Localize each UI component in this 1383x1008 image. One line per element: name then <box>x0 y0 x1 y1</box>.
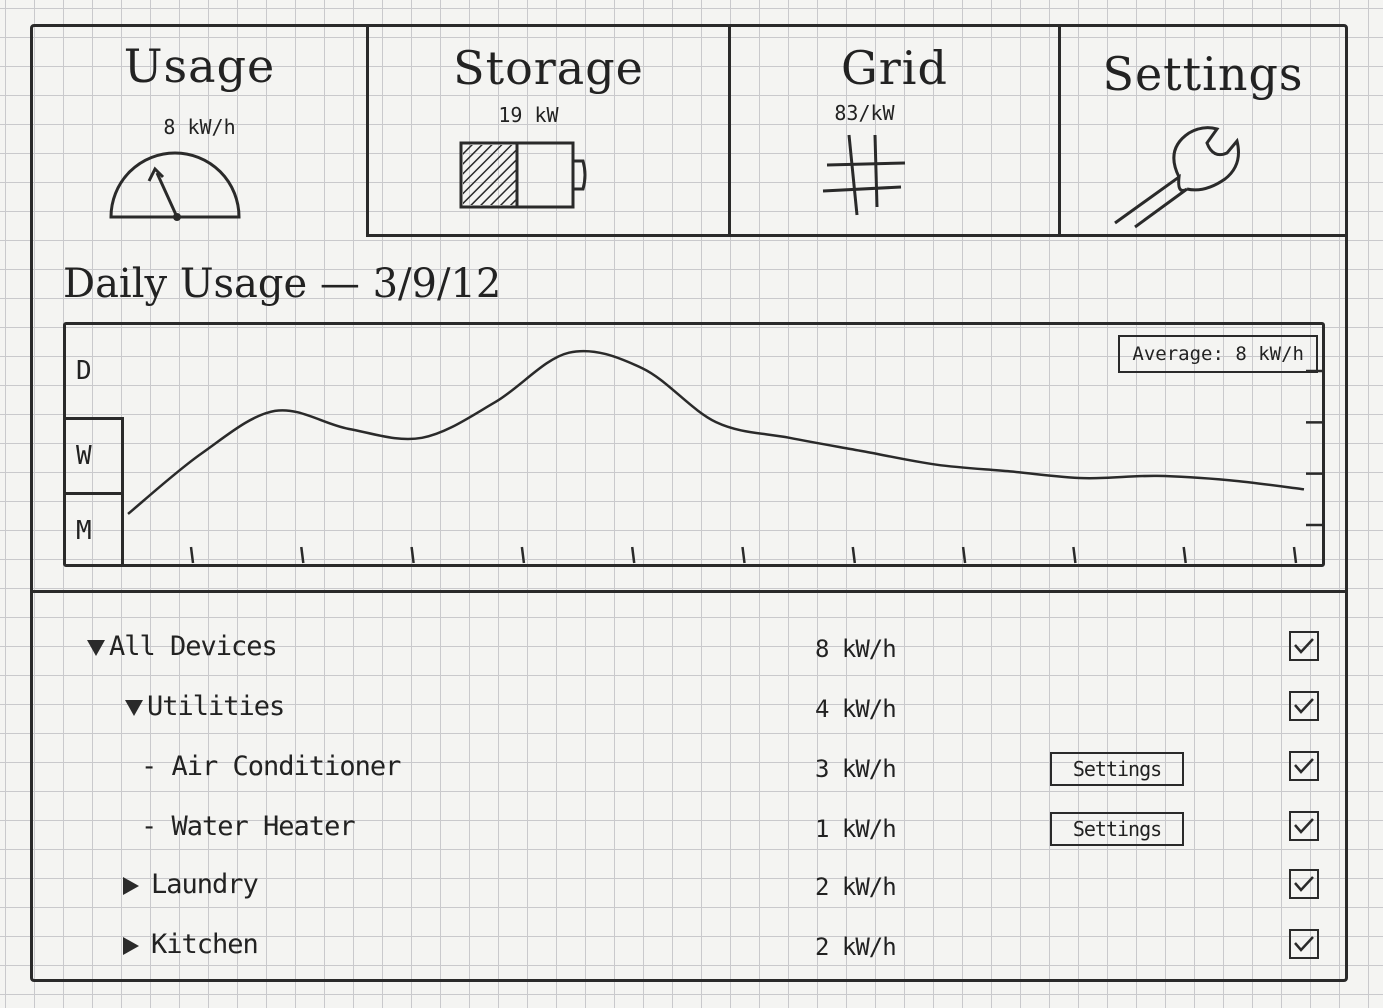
x-axis-tick <box>520 546 526 564</box>
device-label: All Devices <box>87 631 278 662</box>
device-usage: 4 kW/h <box>815 695 897 723</box>
tab-settings-title: Settings <box>1102 47 1304 101</box>
gauge-icon <box>109 151 241 221</box>
tab-usage[interactable]: Usage 8 kW/h <box>33 27 366 237</box>
device-row-laundry[interactable]: Laundry 2 kW/h <box>33 865 1345 905</box>
collapse-icon[interactable] <box>87 639 105 656</box>
section-divider <box>33 590 1345 593</box>
check-icon <box>1294 638 1314 654</box>
device-checkbox[interactable] <box>1289 811 1319 841</box>
x-axis-tick <box>851 546 857 564</box>
device-label: Laundry <box>123 869 259 900</box>
usage-line-chart <box>127 349 1322 564</box>
check-icon <box>1294 818 1314 834</box>
daily-usage-chart: D W M Average: 8 kW/h <box>63 322 1325 567</box>
device-checkbox[interactable] <box>1289 751 1319 781</box>
x-axis-tick <box>300 546 305 564</box>
device-label: Utilities <box>125 691 285 722</box>
x-axis-tick <box>630 546 636 564</box>
device-name: Utilities <box>147 691 285 722</box>
usage-series-line <box>127 349 1305 515</box>
wrench-icon <box>1114 126 1240 229</box>
device-label: Kitchen <box>123 929 259 960</box>
x-axis-tick <box>189 546 195 564</box>
grid-value: 83/kW <box>834 101 895 125</box>
device-row-kitchen[interactable]: Kitchen 2 kW/h <box>33 925 1345 965</box>
tab-storage[interactable]: Storage 19 kW <box>366 27 728 237</box>
device-usage: 2 kW/h <box>815 933 897 961</box>
device-name: - Air Conditioner <box>141 751 401 782</box>
collapse-icon[interactable] <box>125 699 143 716</box>
device-checkbox[interactable] <box>1289 691 1319 721</box>
x-axis-tick <box>961 546 967 564</box>
device-name: Kitchen <box>151 929 259 960</box>
battery-icon <box>459 141 587 209</box>
x-axis-tick <box>1292 546 1298 564</box>
expand-icon[interactable] <box>123 876 139 895</box>
storage-value: 19 kW <box>498 103 559 127</box>
device-row-air-conditioner[interactable]: - Air Conditioner 3 kW/h Settings <box>33 747 1345 787</box>
device-row-all[interactable]: All Devices 8 kW/h <box>33 627 1345 667</box>
air-conditioner-settings-button[interactable]: Settings <box>1050 752 1184 786</box>
battery-level <box>463 145 517 205</box>
tab-grid-title: Grid <box>841 41 948 95</box>
device-name: - Water Heater <box>141 811 356 842</box>
check-icon <box>1294 698 1314 714</box>
usage-value: 8 kW/h <box>163 115 236 139</box>
device-usage: 3 kW/h <box>815 755 897 783</box>
expand-icon[interactable] <box>123 936 139 955</box>
tab-storage-title: Storage <box>453 41 644 95</box>
app-frame: Usage 8 kW/h Storage 19 kW Grid 83/kW <box>30 24 1348 982</box>
tab-settings[interactable]: Settings <box>1058 27 1345 237</box>
device-row-utilities[interactable]: Utilities 4 kW/h <box>33 687 1345 727</box>
x-axis-tick <box>741 546 746 564</box>
device-usage: 1 kW/h <box>815 815 897 843</box>
tab-usage-title: Usage <box>123 39 276 93</box>
chart-title: Daily Usage — 3/9/12 <box>63 261 502 307</box>
device-checkbox[interactable] <box>1289 631 1319 661</box>
device-row-water-heater[interactable]: - Water Heater 1 kW/h Settings <box>33 807 1345 847</box>
x-axis-tick <box>1182 546 1187 564</box>
device-usage: 8 kW/h <box>815 635 897 663</box>
device-usage: 2 kW/h <box>815 873 897 901</box>
tab-grid[interactable]: Grid 83/kW <box>728 27 1058 237</box>
x-axis-tick <box>410 546 415 564</box>
device-name: Laundry <box>151 869 259 900</box>
grid-icon <box>822 134 906 216</box>
check-icon <box>1294 876 1314 892</box>
check-icon <box>1294 936 1314 952</box>
range-month-button[interactable]: M <box>66 495 124 567</box>
device-name: All Devices <box>109 631 278 662</box>
water-heater-settings-button[interactable]: Settings <box>1050 812 1184 846</box>
x-axis-tick <box>1072 546 1077 564</box>
device-checkbox[interactable] <box>1289 929 1319 959</box>
average-badge: Average: 8 kW/h <box>1118 335 1318 373</box>
range-week-button[interactable]: W <box>66 417 124 495</box>
check-icon <box>1294 758 1314 774</box>
device-checkbox[interactable] <box>1289 869 1319 899</box>
range-day-button[interactable]: D <box>76 356 92 386</box>
